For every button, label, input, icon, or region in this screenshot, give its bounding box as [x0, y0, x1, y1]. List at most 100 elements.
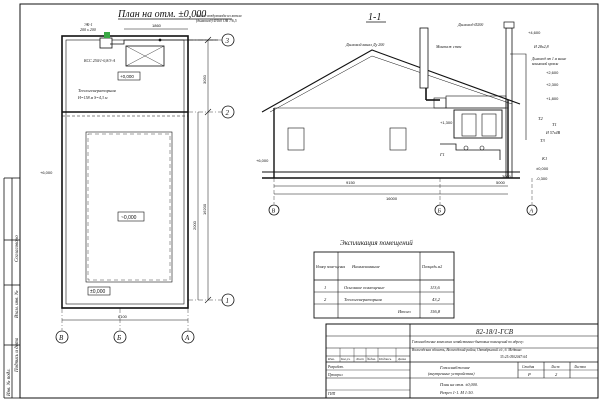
- explication-table: Экспликация помещений Номер поме-щения Н…: [313, 239, 455, 319]
- section-axis-b-label: Б: [437, 209, 442, 215]
- stamp-sheet-header: Лист: [550, 365, 560, 369]
- plan-gas-pipe: [110, 39, 218, 45]
- stamp-header-izm: Изм.: [327, 357, 335, 361]
- section-dim-left: 9150: [346, 180, 356, 185]
- plan-left-mark: +6,000: [40, 170, 53, 175]
- section-note-walls: Монтаж стен: [435, 44, 461, 49]
- plan-dim-right-2: 2000: [192, 220, 197, 230]
- stamp-header-list: Лист: [355, 357, 364, 361]
- section-axis-a: [526, 204, 538, 216]
- section-mark-floor: ±0,000: [536, 166, 549, 171]
- section-window: [287, 127, 305, 151]
- explication-row1-num: 1: [324, 285, 326, 290]
- plan-chimney-label: ЭК-1: [84, 22, 93, 27]
- section-mark-mid3: +1,800: [546, 96, 559, 101]
- section-axis-b: [434, 204, 446, 216]
- plan-dim-top: 1860: [152, 23, 162, 28]
- plan-plus000-box: [117, 71, 141, 81]
- section-axis-v: [268, 204, 280, 216]
- explication-row1-area: 113,6: [430, 285, 441, 291]
- explication-header-name: Наименование: [351, 264, 380, 269]
- plan-axis-a: [181, 330, 195, 344]
- section-axis-v-label: В: [272, 209, 276, 215]
- explication-header-num: Номер поме-щения: [315, 265, 345, 269]
- plan-top-note-2: (дымоход) Ø160 ОВ 7/6,5: [196, 19, 237, 24]
- stamp-header-sign: Подпись: [378, 357, 392, 361]
- section-title: 1-1: [368, 12, 381, 23]
- plan-axis-1: [221, 293, 235, 307]
- section-mark-low: +1,300: [440, 120, 453, 125]
- section-mark-left: +6,000: [256, 158, 269, 163]
- section-dim-right2: 3000: [502, 174, 512, 179]
- plan-boiler: [125, 45, 165, 67]
- plan-chimney-size: 200 х 200: [80, 27, 96, 32]
- stamp-object: Газоснабжение: [439, 365, 470, 370]
- explication-total-area: 156,8: [430, 309, 441, 315]
- plan-axis-3: [221, 33, 235, 47]
- explication-header-area: Площадь м2: [421, 265, 442, 269]
- section-mark-ground: -0,300: [536, 176, 548, 181]
- plan-zone-label-box: [117, 211, 145, 222]
- section-boiler-body: [453, 109, 503, 139]
- stamp-desc-3: 35:25:0502047:64: [500, 355, 527, 359]
- section-mark-mid2: +2,300: [546, 82, 559, 87]
- section-callout-t2: Т2: [538, 116, 544, 121]
- section-callout-t1: Т1: [552, 122, 557, 127]
- stamp-sheet: 2: [555, 372, 558, 377]
- plan-dim-bottom: 6100: [118, 314, 128, 319]
- stamp-sheets-header: Листов: [573, 365, 586, 369]
- plan-zone-label: ~0,000: [121, 215, 137, 221]
- plan-title: План на отм. ±0,000: [117, 9, 206, 20]
- section-chimney-stack: [419, 27, 429, 89]
- stamp-desc-2: Вологодская область, Вологодский район, …: [412, 347, 522, 353]
- plan-axis-v: [55, 330, 69, 344]
- stamp-role-3: ГИП: [327, 392, 336, 396]
- side-label-inv: Инв. № подл.: [6, 368, 12, 397]
- plan-top-note-1: Выход воздуховода из котла: [196, 14, 242, 18]
- stamp-header-date: Дата: [397, 357, 406, 361]
- plan-axis-1-label: 1: [226, 297, 230, 305]
- explication-total-label: Итого: [397, 309, 412, 314]
- plan-axis-2: [221, 105, 235, 119]
- stamp-object-2: (внутренние устройства): [428, 371, 475, 376]
- stamp-role-1: Разработ.: [327, 365, 344, 369]
- explication-row2-num: 2: [324, 297, 327, 302]
- plan-plus000: +0,000: [120, 74, 134, 79]
- section-note-roof: Дымоход Ø200: [457, 22, 483, 27]
- section-mark-mid1: +2,600: [546, 70, 559, 75]
- plan-inner-zone: [85, 131, 173, 283]
- plan-bottom-label-box: [87, 286, 111, 296]
- stamp-stage: Р: [527, 372, 531, 377]
- plan-teplo: Теплогенераторная: [78, 88, 116, 93]
- explication-row1-name: Основное помещение: [344, 285, 384, 290]
- explication-row2-area: 43,2: [432, 297, 441, 303]
- section-note-vent-h2: коньковой кровли: [532, 61, 559, 66]
- section-mark-top: +4,600: [528, 30, 541, 35]
- section-view: 1-1 Дымовой канал Дy 200 М: [256, 12, 567, 216]
- stamp-role-2: Проверил: [327, 373, 343, 377]
- plan-dim-vertical: 16200: [202, 203, 207, 215]
- explication-row2-name: Теплогенераторная: [344, 297, 382, 302]
- section-callout-vk: Ø 57x4В: [545, 130, 561, 135]
- side-label-agreed: Согласовано: [15, 235, 20, 262]
- plan-kss: КСС 250/1-0,8/3-А: [83, 58, 116, 64]
- plan-axis-b-label: Б: [116, 334, 121, 342]
- plan-green-marker: [104, 32, 110, 38]
- stamp-plan-note-1: План на отм. ±0,000.: [439, 382, 478, 388]
- section-dim-right: 5000: [496, 180, 506, 185]
- plan-dim-right-1: 3050: [202, 74, 207, 84]
- plan-axis-a-label: А: [184, 334, 190, 342]
- section-note-chimney: Дымовой канал Дy 200: [345, 42, 384, 47]
- plan-teplo-area: Н=158 м S=4,3 м: [77, 95, 108, 101]
- title-block: 82-18/1-ГСВ Газоснабжение комплекса хозя…: [325, 323, 599, 399]
- sheet-frame: [19, 3, 599, 399]
- section-callout-t3: Т3: [540, 138, 546, 143]
- stamp-header-kol: Кол.уч.: [340, 357, 351, 361]
- stamp-stage-header: Стадия: [522, 365, 534, 369]
- plan-chimney: [99, 37, 113, 49]
- side-label-sign: Подпись и дата: [15, 337, 20, 373]
- stamp-plan-note-2: Разрез 1-1. М 1:50.: [439, 390, 474, 395]
- plan-axis-b: [113, 330, 127, 344]
- section-dim-total: 16000: [386, 196, 398, 201]
- section-note-ventel: Ø 28x2,8: [533, 44, 549, 50]
